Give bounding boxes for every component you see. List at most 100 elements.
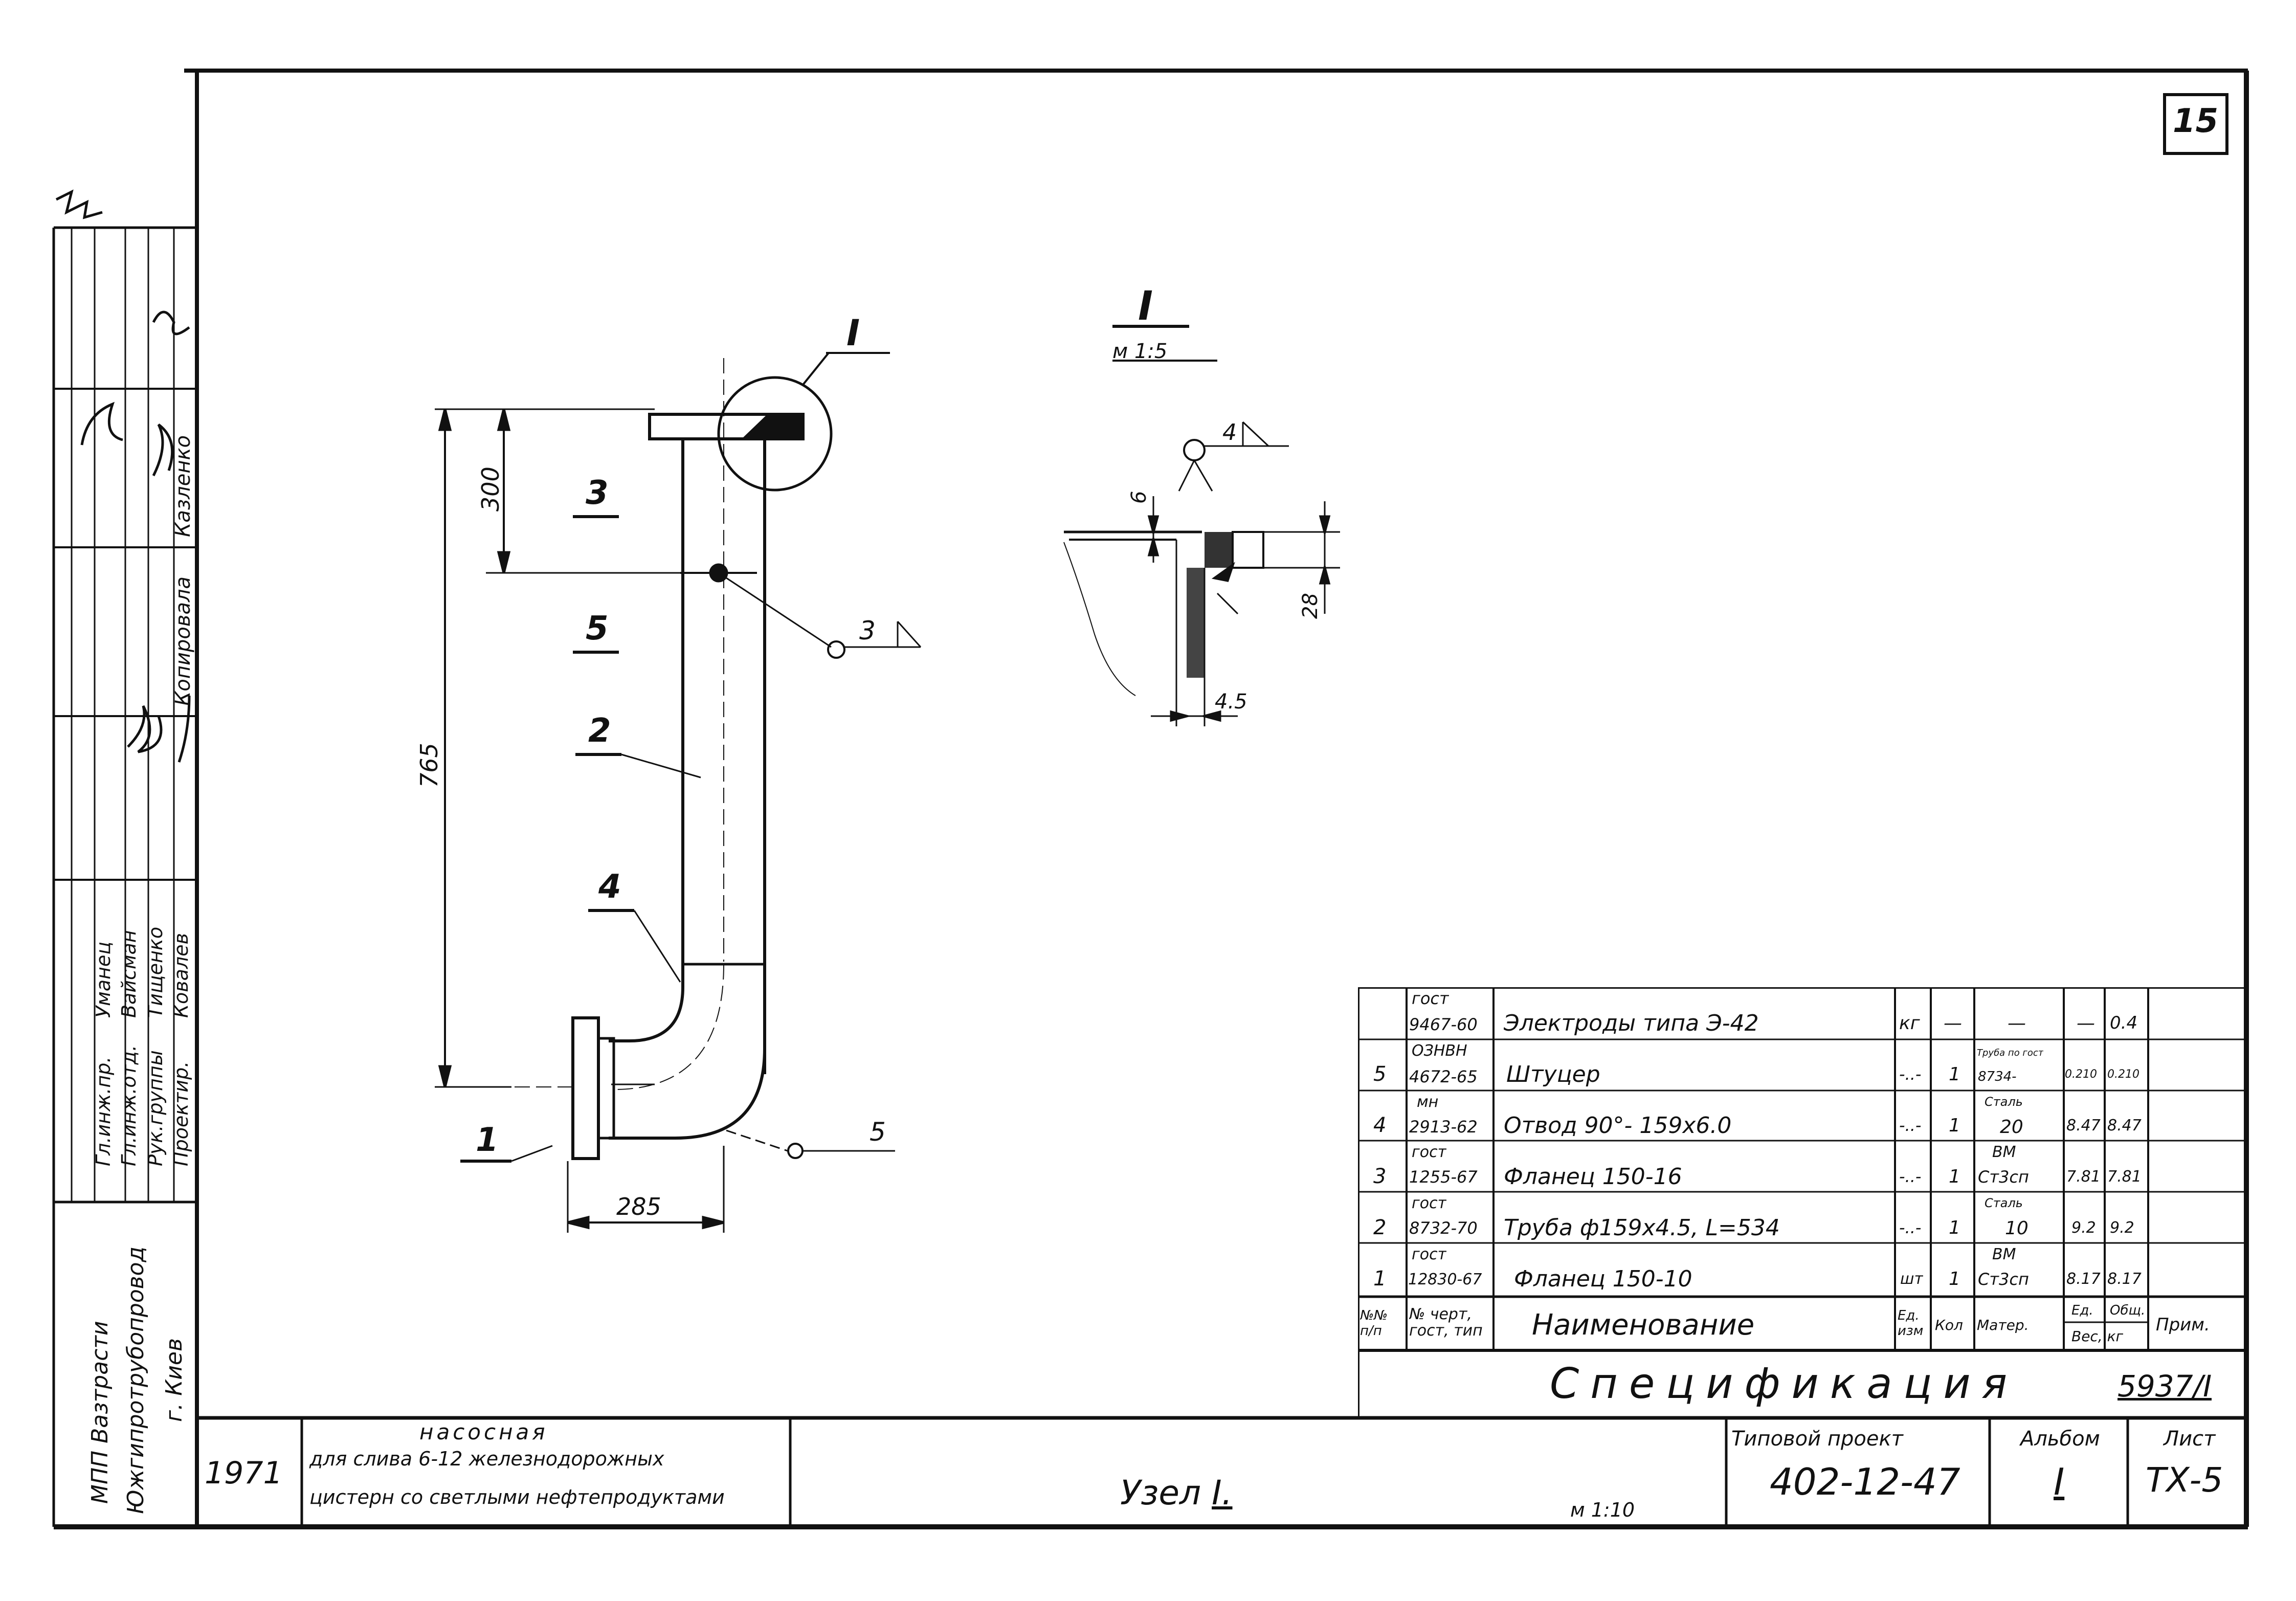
spec-qty: 1 (1949, 1063, 1960, 1085)
detail-dim-4-5: 4.5 (1215, 690, 1247, 714)
spec-weight-unit: 9.2 (2071, 1218, 2096, 1237)
header-material: Матер. (1977, 1316, 2029, 1333)
header-note: Прим. (2156, 1315, 2210, 1335)
spec-weight-total: 0.210 (2107, 1068, 2139, 1081)
callout-I: I (846, 312, 860, 354)
project-number: 402-12-47 (1770, 1460, 1960, 1503)
spec-title: Спецификация (1550, 1359, 2019, 1408)
album-label: Альбом (2020, 1427, 2100, 1451)
dim-300: 300 (477, 466, 504, 512)
spec-material: Ст3сп (1978, 1167, 2029, 1187)
spec-weight-total: 0.4 (2110, 1013, 2138, 1033)
header-name: Наименование (1532, 1308, 1755, 1342)
spec-qty: 1 (1949, 1115, 1960, 1136)
spec-unit: -..- (1899, 1116, 1922, 1135)
header-qty: Кол (1935, 1316, 1963, 1333)
header-weight-total: Общ. (2110, 1303, 2146, 1318)
spec-material: 10 (2005, 1217, 2028, 1239)
spec-unit: шт (1900, 1270, 1923, 1288)
spec-mat-top: Сталь (1985, 1196, 2023, 1210)
spec-num: 5 (1373, 1062, 1387, 1086)
spec-doc: 8732-70 (1409, 1218, 1478, 1238)
spec-unit: -..- (1899, 1167, 1922, 1186)
title-node: Узел I. (1120, 1473, 1233, 1513)
spec-doc: 2913-62 (1409, 1117, 1478, 1137)
spec-mat-top: Сталь (1985, 1095, 2023, 1109)
spec-mat-top: ВМ (1992, 1143, 2016, 1161)
album-number: I (2054, 1460, 2065, 1503)
spec-doc-top: гост (1412, 989, 1449, 1008)
spec-num: 1 (1373, 1267, 1387, 1291)
title-year: 1971 (205, 1455, 283, 1491)
spec-name: Фланец 150-10 (1514, 1265, 1692, 1292)
detail-weld-4: 4 (1222, 419, 1237, 446)
title-node-number: I. (1212, 1473, 1233, 1513)
spec-unit: -..- (1899, 1218, 1922, 1237)
spec-material: Ст3сп (1978, 1270, 2029, 1289)
header-num: №№ п/п (1360, 1308, 1388, 1339)
detail-pipe-wall (1187, 568, 1205, 678)
detail-scale: м 1:5 (1112, 340, 1167, 363)
spec-name: Труба ф159x4.5, L=534 (1504, 1214, 1780, 1241)
spec-weight-total: 9.2 (2110, 1218, 2134, 1237)
spec-material: — (2008, 1012, 2026, 1034)
flange-hatch (742, 414, 803, 439)
spec-doc-top: гост (1412, 1194, 1447, 1212)
spec-doc: 12830-67 (1408, 1270, 1482, 1288)
spec-mat-top: ВМ (1992, 1245, 2016, 1263)
spec-qty: 1 (1949, 1268, 1960, 1289)
spec-doc-top: гост (1412, 1143, 1447, 1161)
spec-weight-total: 8.17 (2107, 1270, 2142, 1288)
sheet-label: Лист (2164, 1427, 2216, 1451)
spec-mat-top: Труба по гост (1977, 1047, 2044, 1058)
spec-material: 8734- (1978, 1069, 2017, 1084)
part-label-3: 3 (586, 474, 609, 512)
header-unit: Ед. изм (1898, 1308, 1924, 1339)
spec-num: 3 (1373, 1165, 1387, 1188)
part-label-5: 5 (586, 610, 609, 648)
spec-doc: 1255-67 (1409, 1167, 1478, 1187)
specification-table: гост 9467-60 Электроды типа Э-42 кг — — … (1358, 987, 2246, 1419)
spec-weight-unit: 8.17 (2066, 1270, 2101, 1288)
sheet-code: ТХ-5 (2146, 1460, 2223, 1500)
dim-285: 285 (616, 1193, 661, 1220)
sheet-number: 15 (2173, 102, 2219, 140)
dim-765: 765 (415, 743, 443, 788)
part-label-4: 4 (598, 868, 621, 906)
spec-name: Штуцер (1506, 1061, 1600, 1087)
spec-doc-top: гост (1412, 1245, 1447, 1263)
title-node-label: Узел (1120, 1473, 1201, 1513)
title-desc-2: для слива 6-12 железнодорожных (309, 1448, 664, 1470)
spec-doc: 4672-65 (1409, 1067, 1478, 1086)
elbow-outer (609, 964, 766, 1140)
spec-doc-top: ОЗНВН (1412, 1041, 1467, 1060)
spec-num: 2 (1373, 1216, 1387, 1239)
spec-name: Электроды типа Э-42 (1504, 1010, 1759, 1036)
spec-unit: -..- (1899, 1064, 1922, 1084)
spec-weight-unit: 8.47 (2066, 1116, 2101, 1135)
header-weight: Вес, кг (2071, 1327, 2124, 1345)
spec-weight-total: 8.47 (2107, 1116, 2142, 1135)
title-scale: м 1:10 (1570, 1499, 1635, 1521)
title-desc-1: насосная (419, 1419, 548, 1444)
signature-marks (55, 189, 191, 763)
spec-unit: кг (1899, 1012, 1920, 1034)
spec-weight-unit: — (2077, 1012, 2095, 1034)
spec-qty: — (1944, 1012, 1962, 1034)
project-label: Типовой проект (1731, 1427, 1903, 1451)
spec-material: 20 (2000, 1116, 2023, 1138)
detail-title: I (1138, 283, 1153, 329)
spec-qty: 1 (1949, 1217, 1960, 1238)
detail-callout-circle (717, 376, 833, 492)
title-desc-3: цистерн со светлыми нефтепродуктами (309, 1486, 725, 1508)
part-label-2: 2 (588, 712, 611, 750)
part-label-1: 1 (476, 1121, 499, 1159)
spec-weight-unit: 7.81 (2066, 1167, 2101, 1186)
weld-label-5: 5 (870, 1117, 886, 1147)
spec-doc: 9467-60 (1409, 1015, 1478, 1034)
spec-num: 4 (1373, 1114, 1387, 1137)
spec-code: 5937/I (2117, 1369, 2212, 1404)
header-weight-unit: Ед. (2071, 1303, 2093, 1318)
